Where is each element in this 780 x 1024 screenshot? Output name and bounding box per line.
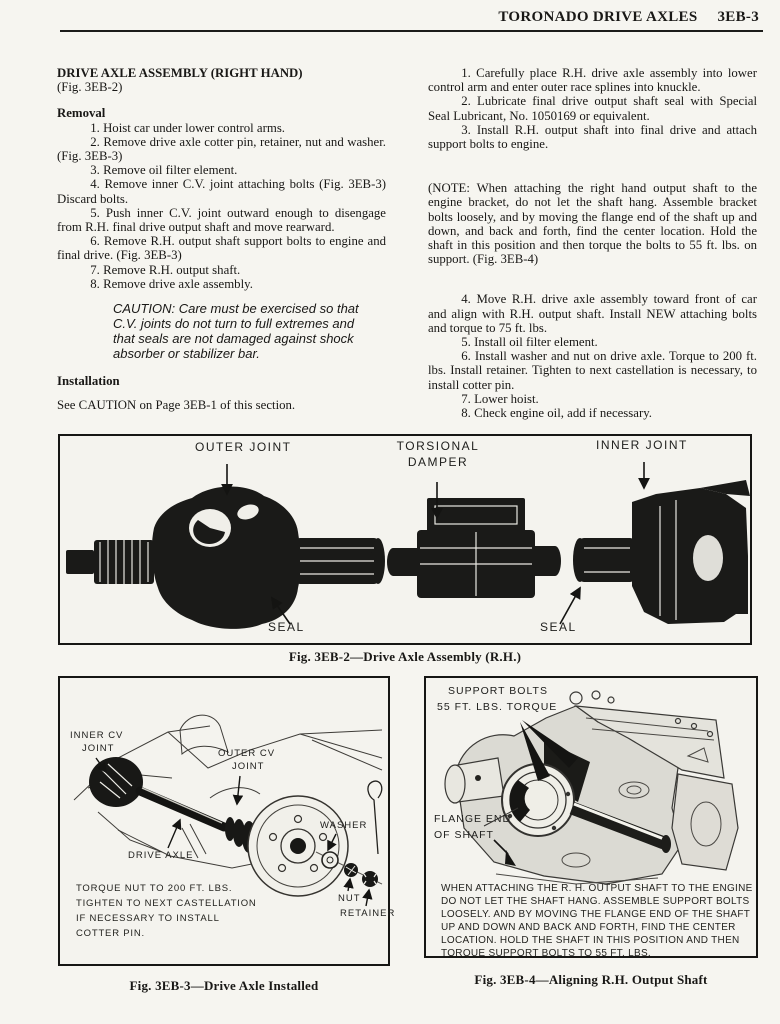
torque-nut-note-line: TIGHTEN TO NEXT CASTELLATION — [76, 898, 257, 909]
retainer-label: RETAINER — [340, 908, 396, 919]
output-shaft-note-line: UP AND DOWN AND BACK AND FORTH, FIND THE… — [441, 922, 736, 933]
flange-end-label: FLANGE END — [434, 813, 512, 825]
removal-step: 7. Remove R.H. output shaft. — [90, 262, 241, 277]
removal-step: 6. Remove R.H. output shaft support bolt… — [57, 234, 386, 263]
outer-cv-joint-label: JOINT — [232, 761, 265, 772]
torque-nut-note-line: TORQUE NUT TO 200 FT. LBS. — [76, 883, 233, 894]
support-bolts-label: SUPPORT BOLTS — [448, 685, 548, 697]
drive-axle-label: DRIVE AXLE — [128, 850, 194, 861]
header-page-number: 3EB-3 — [717, 9, 759, 25]
outer-joint-label: OUTER JOINT — [195, 440, 292, 454]
section-title: DRIVE AXLE ASSEMBLY (RIGHT HAND) — [57, 66, 303, 80]
inner-joint-label: INNER JOINT — [596, 438, 688, 452]
figure-3eb3-caption: Fig. 3EB-3—Drive Axle Installed — [129, 978, 319, 993]
torque-nut-note-line: IF NECESSARY TO INSTALL — [76, 913, 220, 924]
removal-step: 4. Remove inner C.V. joint attaching bol… — [57, 177, 386, 206]
output-shaft-note-line: WHEN ATTACHING THE R. H. OUTPUT SHAFT TO… — [441, 883, 753, 894]
drive-axle-assembly-illustration — [66, 462, 750, 629]
figure-3eb3-drive-axle-installed: INNER CV JOINT OUTER CV JOINT WASHER DRI… — [58, 676, 394, 966]
torsional-damper-label: TORSIONAL — [396, 439, 480, 453]
installation-note: See CAUTION on Page 3EB-1 of this sectio… — [57, 398, 296, 413]
torque-nut-note-line: COTTER PIN. — [76, 928, 145, 939]
left-column: DRIVE AXLE ASSEMBLY (RIGHT HAND) (Fig. 3… — [57, 66, 386, 412]
section-fig-ref: (Fig. 3EB-2) — [57, 80, 123, 95]
figure-3eb2-drive-axle-assembly: OUTER JOINT TORSIONAL DAMPER INNER JOINT… — [58, 434, 752, 645]
install-steps-continued: 4. Move R.H. drive axle assembly toward … — [428, 292, 757, 420]
removal-step: 1. Hoist car under lower control arms. — [90, 120, 286, 135]
removal-heading: Removal — [57, 106, 106, 121]
flange-end-label: OF SHAFT — [434, 829, 494, 841]
torsional-damper-label: DAMPER — [407, 455, 469, 469]
removal-step: 3. Remove oil filter element. — [90, 163, 238, 178]
header-rule — [60, 30, 763, 32]
header-title: TORONADO DRIVE AXLES — [498, 9, 698, 25]
aligning-output-shaft-illustration — [444, 690, 739, 885]
engine-bracket-note: (NOTE: When attaching the right hand out… — [428, 181, 757, 267]
output-shaft-note-line: DO NOT LET THE SHAFT HANG. ASSEMBLE SUPP… — [441, 896, 750, 907]
support-bolts-label: 55 FT. LBS. TORQUE — [437, 701, 558, 713]
inner-cv-joint-label: INNER CV — [70, 730, 124, 741]
figure-3eb4-aligning-output-shaft: SUPPORT BOLTS 55 FT. LBS. TORQUE FLANGE … — [424, 676, 758, 960]
install-step: 2. Lubricate final drive output shaft se… — [428, 94, 757, 123]
inner-cv-joint-label: JOINT — [82, 743, 115, 754]
install-step: 4. Move R.H. drive axle assembly toward … — [428, 292, 757, 335]
install-step: 1. Carefully place R.H. drive axle assem… — [428, 66, 757, 95]
figure-3eb2-caption: Fig. 3EB-2—Drive Axle Assembly (R.H.) — [288, 649, 522, 664]
installation-heading: Installation — [57, 374, 120, 389]
caution-note: CAUTION: Care must be exercised so that … — [113, 301, 359, 362]
nut-label: NUT — [338, 893, 361, 904]
torque-nut-note: TORQUE NUT TO 200 FT. LBS. TIGHTEN TO NE… — [76, 881, 257, 941]
install-step: 5. Install oil filter element. — [461, 335, 598, 350]
output-shaft-note-line: LOCATION. HOLD THE SHAFT IN THIS POSITIO… — [441, 935, 740, 946]
drive-axle-installed-illustration — [73, 714, 383, 907]
output-shaft-note: WHEN ATTACHING THE R. H. OUTPUT SHAFT TO… — [441, 882, 753, 960]
right-column: 1. Carefully place R.H. drive axle assem… — [428, 66, 757, 420]
removal-step: 8. Remove drive axle assembly. — [90, 276, 253, 291]
removal-step: 2. Remove drive axle cotter pin, retaine… — [57, 134, 386, 164]
output-shaft-note-line: LOOSELY. AND BY MOVING THE FLANGE END OF… — [441, 909, 751, 920]
install-step: 7. Lower hoist. — [461, 391, 539, 406]
install-step: 8. Check engine oil, add if necessary. — [461, 406, 652, 421]
seal-label: SEAL — [268, 620, 305, 634]
output-shaft-note-line: TORQUE SUPPORT BOLTS TO 55 FT. LBS. — [441, 948, 652, 959]
washer-label: WASHER — [320, 820, 368, 831]
figure-3eb4-caption: Fig. 3EB-4—Aligning R.H. Output Shaft — [474, 972, 708, 987]
removal-step: 5. Push inner C.V. joint outward enough … — [57, 205, 386, 235]
page-header: TORONADO DRIVE AXLES 3EB-3 — [498, 9, 759, 26]
outer-cv-joint-label: OUTER CV — [218, 748, 276, 759]
seal-label: SEAL — [540, 620, 577, 634]
install-step: 6. Install washer and nut on drive axle.… — [428, 349, 757, 392]
install-step: 3. Install R.H. output shaft into final … — [428, 122, 757, 152]
